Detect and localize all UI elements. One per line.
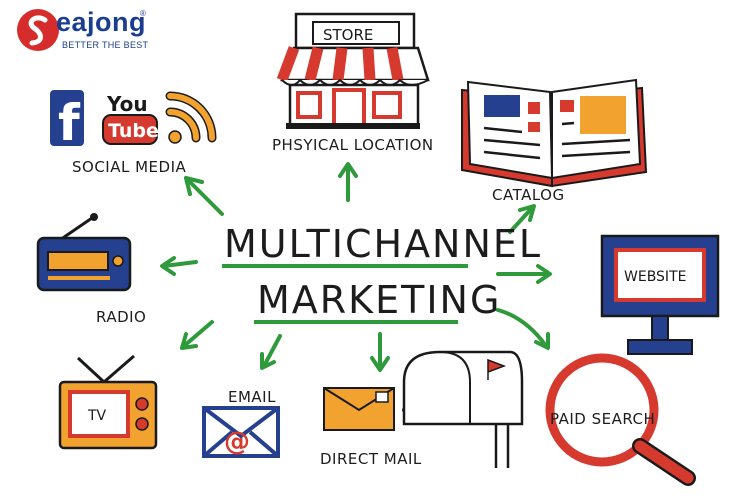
magnifier-icon (545, 353, 696, 486)
arrow-to-direct-mail (370, 332, 390, 372)
logo-name: eajong (56, 7, 147, 37)
label-catalog: CATALOG (492, 186, 565, 204)
monitor-screen-text: WEBSITE (624, 269, 686, 285)
store-sign-text: STORE (323, 26, 373, 44)
youtube-icon: You Tube (102, 92, 159, 145)
mail-letter-icon (323, 387, 395, 431)
youtube-you: You (106, 92, 148, 116)
arrow-to-radio (160, 256, 198, 276)
arrow-to-catalog (508, 204, 536, 234)
envelope-icon: @ (202, 406, 280, 458)
arrow-to-physical-location (338, 162, 358, 202)
arrow-to-website (496, 264, 552, 284)
store-icon (276, 12, 430, 129)
arrow-to-social-media (184, 176, 224, 216)
label-radio: RADIO (96, 308, 147, 326)
rss-icon (165, 91, 217, 144)
facebook-glyph: f (58, 94, 81, 152)
logo-tagline: BETTER THE BEST (62, 40, 149, 50)
label-email: EMAIL (228, 388, 276, 406)
label-physical-location: PHSYICAL LOCATION (272, 136, 434, 154)
logo-registered-mark: ® (140, 9, 146, 18)
arrow-to-paid-search (496, 308, 550, 350)
arrow-to-tv (180, 320, 214, 350)
at-symbol: @ (224, 427, 250, 457)
monitor-icon (600, 234, 720, 355)
catalog-book-icon (461, 78, 648, 188)
arrow-to-email (260, 334, 282, 370)
logo-swirl-icon (17, 9, 59, 51)
youtube-tube: Tube (108, 120, 159, 142)
radio-icon (36, 213, 132, 292)
label-social-media: SOCIAL MEDIA (72, 158, 187, 176)
title-line-1: MULTICHANNEL (224, 222, 543, 266)
tv-icon (58, 354, 158, 450)
facebook-icon: f (50, 90, 84, 152)
label-paid-search: PAID SEARCH (550, 410, 656, 428)
label-direct-mail: DIRECT MAIL (320, 450, 422, 468)
title-line-2: MARKETING (257, 278, 502, 322)
mailbox-icon (402, 350, 524, 468)
tv-screen-text: TV (87, 408, 107, 424)
